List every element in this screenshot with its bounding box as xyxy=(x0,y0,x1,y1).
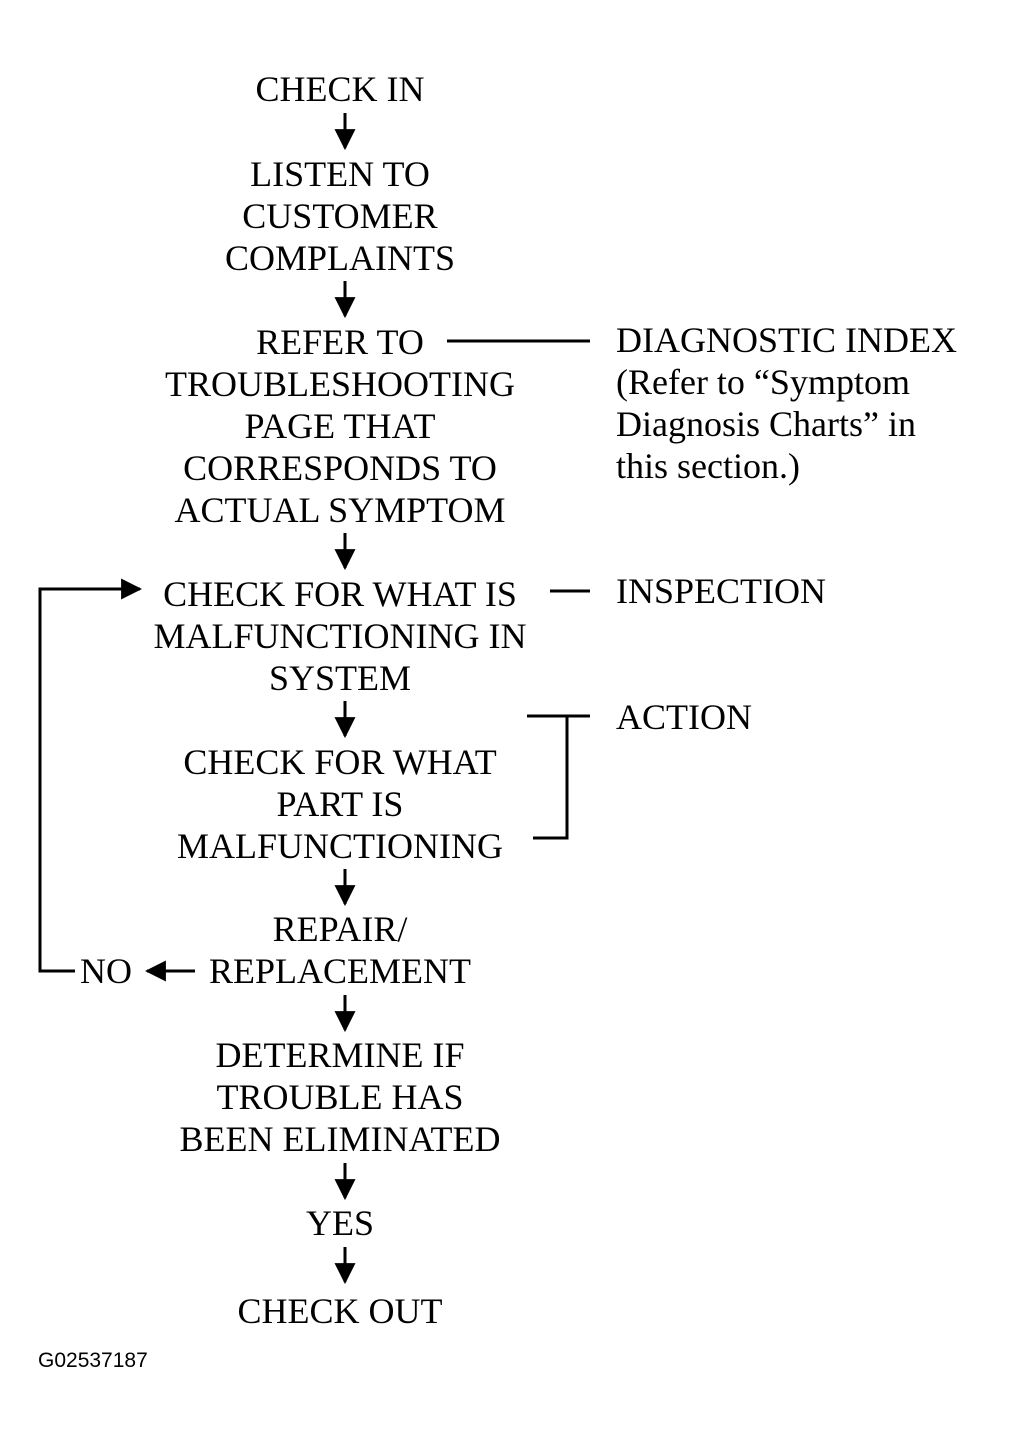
note-diagnostic-index: DIAGNOSTIC INDEX (Refer to “Symptom Diag… xyxy=(616,320,957,486)
step-check-what-part-malfunctioning: CHECK FOR WHAT PART IS MALFUNCTIONING xyxy=(177,742,503,866)
action-bracket xyxy=(527,714,569,840)
step-check-out: CHECK OUT xyxy=(237,1291,443,1331)
step-refer-to-troubleshooting: REFER TO TROUBLESHOOTING PAGE THAT CORRE… xyxy=(165,322,515,530)
step-determine-if-eliminated: DETERMINE IF TROUBLE HAS BEEN ELIMINATED xyxy=(179,1035,501,1159)
step-listen-to-customer-complaints: LISTEN TO CUSTOMER COMPLAINTS xyxy=(224,154,456,278)
figure-id: G02537187 xyxy=(38,1349,148,1372)
no-label: NO xyxy=(80,951,132,991)
note-inspection: INSPECTION xyxy=(616,571,827,611)
step-repair-replacement: REPAIR/ REPLACEMENT xyxy=(208,909,471,991)
step-check-in: CHECK IN xyxy=(255,69,425,109)
note-action: ACTION xyxy=(616,697,752,737)
step-yes: YES xyxy=(305,1203,374,1243)
loop-back-line xyxy=(38,578,143,973)
step-check-what-malfunctioning-system: CHECK FOR WHAT IS MALFUNCTIONING IN SYST… xyxy=(153,574,527,698)
